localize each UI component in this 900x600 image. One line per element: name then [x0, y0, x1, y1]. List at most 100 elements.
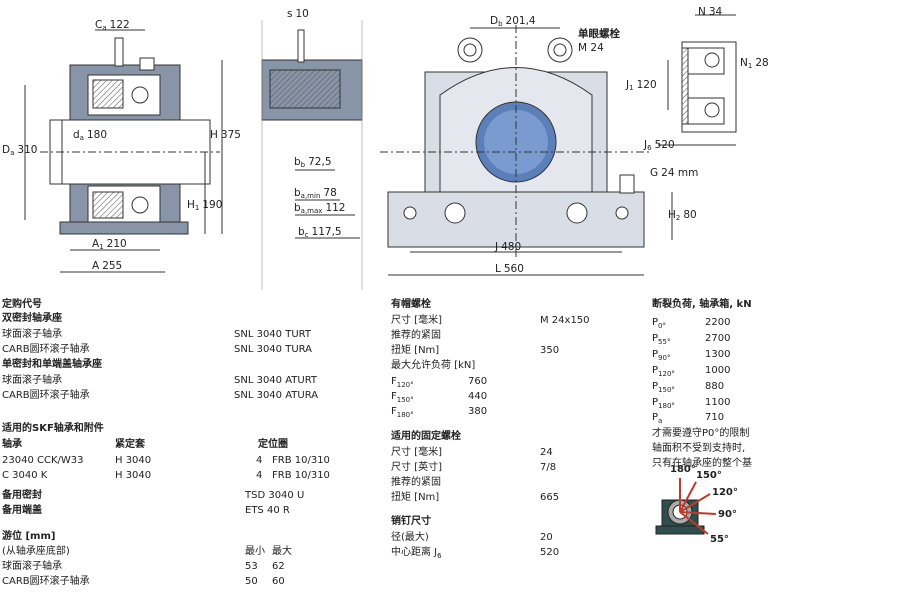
order-code: SNL 3040 ATURA — [234, 390, 319, 401]
list-item: CARB圆环滚子轴承 — [2, 576, 90, 587]
dowel-diam-value: 20 — [540, 532, 553, 543]
svg-text:s10: s10 — [287, 8, 309, 20]
cap-bolt-size-label: 尺寸 [毫米] — [391, 315, 442, 326]
order-code: SNL 3040 TURT — [234, 329, 311, 340]
cap-torque-title: 推荐的紧固 — [391, 330, 441, 341]
breaking-label: P55° — [652, 333, 671, 346]
dowel-dist-label: 中心距离 J6 — [391, 547, 442, 560]
table-row: C 3040 K — [2, 470, 48, 481]
svg-text:120°: 120° — [712, 487, 738, 498]
offset-min-header: 最小 — [245, 546, 265, 557]
breaking-value: 1100 — [705, 397, 731, 408]
table-row: 23040 CCK/W33 — [2, 455, 84, 466]
svg-text:90°: 90° — [718, 509, 737, 520]
breaking-value: 2200 — [705, 317, 731, 328]
order-code: SNL 3040 ATURT — [234, 375, 318, 386]
cover-label: 备用端盖 — [2, 505, 42, 516]
table-cell: 4 — [256, 455, 263, 466]
load-title: 最大允许负荷 [kN] — [391, 360, 476, 371]
svg-text:单眼螺栓: 单眼螺栓 — [578, 27, 620, 40]
offset-subtitle: (从轴承座底部) — [2, 546, 70, 557]
offset-min: 53 — [245, 561, 258, 572]
table-cell: H 3040 — [115, 455, 152, 466]
cap-torque-value: 350 — [540, 345, 560, 356]
breaking-value: 710 — [705, 412, 725, 423]
load-label: F120° — [391, 376, 414, 389]
col-bearing: 轴承 — [2, 439, 22, 450]
breaking-value: 2700 — [705, 333, 731, 344]
order-code: SNL 3040 TURA — [234, 344, 313, 355]
fix-torque-label: 扭矩 [Nm] — [391, 492, 440, 503]
svg-text:180°: 180° — [670, 464, 696, 475]
cap-detail-view — [658, 14, 737, 146]
cap-bolts-title: 有帽螺栓 — [391, 299, 431, 310]
offset-title: 游位 [mm] — [2, 531, 56, 542]
table-cell: H 3040 — [115, 470, 152, 481]
load-value: 380 — [468, 406, 488, 417]
fix-bolts-title: 适用的固定螺栓 — [391, 431, 461, 442]
breaking-label: P0° — [652, 317, 666, 330]
cap-bolt-size-value: M 24x150 — [540, 315, 590, 326]
side-section-view — [24, 29, 223, 273]
offset-max-header: 最大 — [272, 546, 292, 557]
fix-torque-title: 推荐的紧固 — [391, 477, 441, 488]
svg-text:G24 mm: G24 mm — [650, 167, 698, 179]
cover-value: ETS 40 R — [245, 505, 290, 516]
fix-size-mm-value: 24 — [540, 447, 553, 458]
breaking-value: 1300 — [705, 349, 731, 360]
col-sleeve: 紧定套 — [115, 439, 145, 450]
offset-min: 50 — [245, 576, 258, 587]
breaking-note: 才需要遵守P0°的限制 — [652, 428, 750, 439]
svg-text:M 24: M 24 — [578, 42, 604, 54]
breaking-title: 断裂负荷, 轴承箱, kN — [652, 299, 752, 310]
list-item: CARB圆环滚子轴承 — [2, 390, 90, 401]
arrow-55 — [679, 511, 709, 535]
svg-text:N34: N34 — [698, 6, 723, 18]
offset-max: 62 — [272, 561, 285, 572]
load-direction-diagram: 180° 150° 120° 90° 55° — [655, 464, 738, 545]
breaking-label: P180° — [652, 397, 675, 410]
fix-size-in-value: 7/8 — [540, 462, 557, 473]
cap-torque-label: 扭矩 [Nm] — [391, 345, 440, 356]
dowel-title: 销钉尺寸 — [391, 516, 431, 527]
order-title: 定购代号 — [2, 299, 42, 310]
breaking-note: 轴面积不受到支持时, — [652, 443, 746, 454]
list-item: 球面滚子轴承 — [2, 329, 62, 340]
table-cell: 4 — [256, 470, 263, 481]
dowel-dist-value: 520 — [540, 547, 560, 558]
breaking-label: P120° — [652, 365, 675, 378]
breaking-value: 1000 — [705, 365, 731, 376]
svg-text:55°: 55° — [710, 534, 729, 545]
table-cell: FRB 10/310 — [272, 470, 330, 481]
load-value: 440 — [468, 391, 488, 402]
svg-text:150°: 150° — [696, 470, 722, 481]
accessories-title: 适用的SKF轴承和附件 — [2, 423, 104, 434]
col-ring: 定位圈 — [258, 439, 288, 450]
fix-size-mm-label: 尺寸 [毫米] — [391, 447, 442, 458]
fix-size-in-label: 尺寸 [英寸] — [391, 462, 442, 473]
arrow-120 — [679, 493, 711, 513]
breaking-label: P150° — [652, 381, 675, 394]
breaking-value: 880 — [705, 381, 725, 392]
list-item: 球面滚子轴承 — [2, 375, 62, 386]
table-cell: FRB 10/310 — [272, 455, 330, 466]
fix-torque-value: 665 — [540, 492, 560, 503]
list-item: 球面滚子轴承 — [2, 561, 62, 572]
seal-label: 备用密封 — [2, 490, 42, 501]
